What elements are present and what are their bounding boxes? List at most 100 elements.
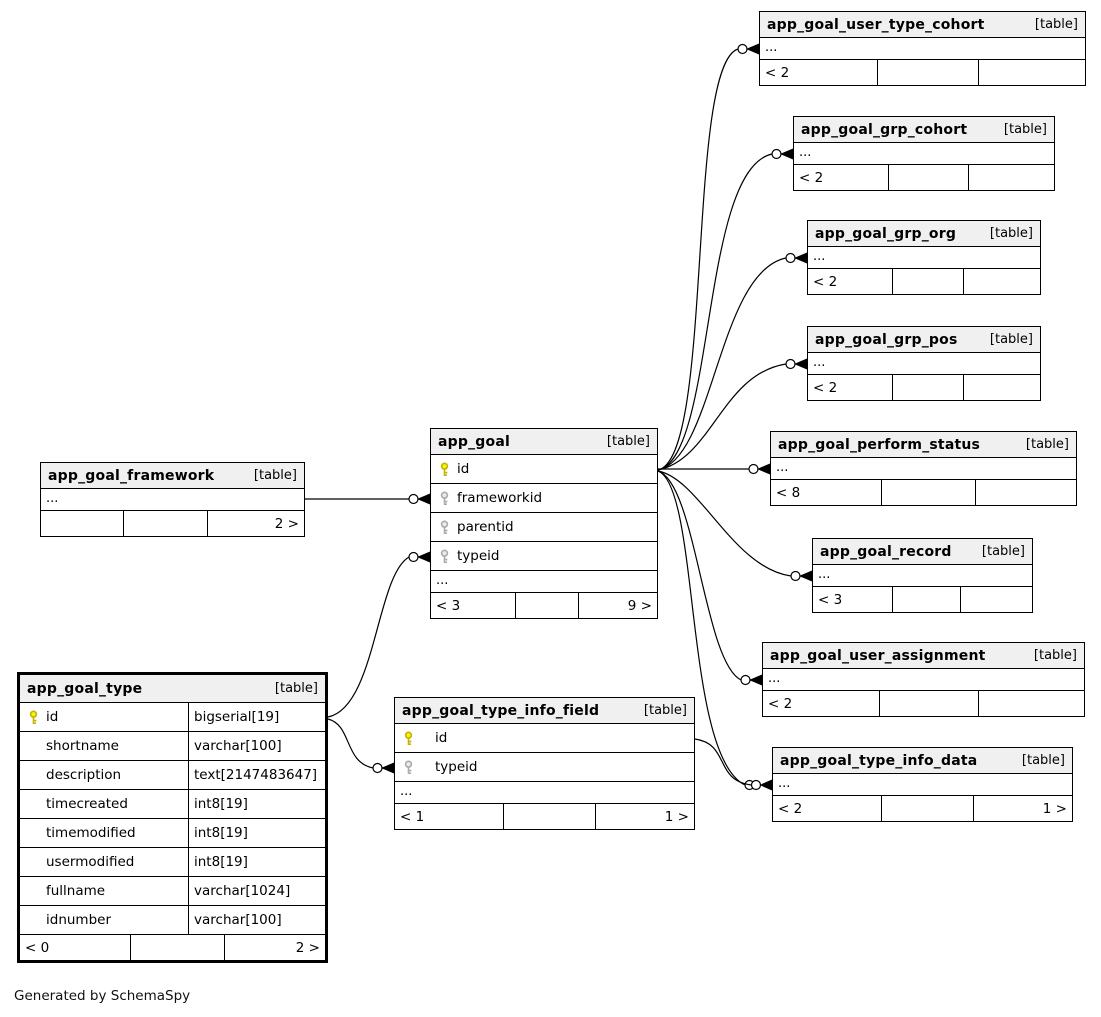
footer-relation-count: 1 > xyxy=(595,804,694,829)
footer-cell xyxy=(978,691,1084,716)
table-tag: [table] xyxy=(1025,437,1069,452)
field-name: shortname xyxy=(46,738,119,754)
table-app_goal_user_type_cohort[interactable]: app_goal_user_type_cohort [table] ... < … xyxy=(759,11,1086,86)
table-footer: < 2 xyxy=(808,269,1040,294)
footer-cell xyxy=(514,593,578,618)
footer-cell xyxy=(963,269,1040,294)
table-tag: [table] xyxy=(989,226,1033,241)
table-header: app_goal_framework [table] xyxy=(41,463,304,489)
field-type: int8[19] xyxy=(188,848,325,876)
table-app_goal_grp_pos[interactable]: app_goal_grp_pos [table] ... < 2 xyxy=(807,326,1041,401)
table-footer: < 0 2 > xyxy=(20,935,325,960)
field-type: varchar[100] xyxy=(188,732,325,760)
footer-cell xyxy=(880,480,976,505)
table-title: app_goal_grp_pos xyxy=(815,331,958,348)
field-row-frameworkid: frameworkid xyxy=(431,484,657,513)
table-title: app_goal_grp_cohort xyxy=(801,121,968,138)
table-footer: < 8 xyxy=(771,480,1076,505)
footer-cell: 1 > xyxy=(973,796,1072,821)
field-row-parentid: parentid xyxy=(431,513,657,542)
footer-cell xyxy=(959,587,1032,612)
field-type: bigserial[19] xyxy=(188,703,325,731)
field-name: parentid xyxy=(457,519,514,535)
table-app_goal_type_info_field[interactable]: app_goal_type_info_field [table] id type… xyxy=(394,697,695,830)
footer-cell xyxy=(891,269,964,294)
field-name: timemodified xyxy=(46,825,136,841)
field-row-idnumber: idnumber varchar[100] xyxy=(20,906,325,935)
rel-app_goal_type_info_field-app_goal_type_info_data xyxy=(694,738,772,791)
table-tag: [table] xyxy=(989,332,1033,347)
table-app_goal_record[interactable]: app_goal_record [table] ... < 3 xyxy=(812,538,1033,613)
rel-app_goal-app_goal_perform_status xyxy=(658,463,770,475)
table-footer: < 2 xyxy=(760,60,1085,85)
field-row-typeid: typeid xyxy=(395,753,694,782)
table-header: app_goal_record [table] xyxy=(813,539,1032,565)
table-tag: [table] xyxy=(274,681,318,696)
footer-relation-count: < 3 xyxy=(818,591,843,608)
foreign-key-icon xyxy=(431,548,457,564)
table-app_goal_type_info_data[interactable]: app_goal_type_info_data [table] ... < 2 … xyxy=(772,747,1073,822)
table-title: app_goal_type_info_field xyxy=(402,702,600,719)
table-footer: < 3 9 > xyxy=(431,593,657,618)
footer-cell xyxy=(880,796,974,821)
table-header: app_goal_grp_pos [table] xyxy=(808,327,1040,353)
field-name: id xyxy=(457,461,470,477)
table-app_goal_framework[interactable]: app_goal_framework [table] ... 2 > xyxy=(40,462,305,537)
table-header: app_goal_perform_status [table] xyxy=(771,432,1076,458)
footer-relation-count: < 2 xyxy=(813,379,838,396)
field-name: id xyxy=(435,730,448,746)
field-row-id: id bigserial[19] xyxy=(20,703,325,732)
footer-cell xyxy=(502,804,596,829)
table-app_goal_grp_cohort[interactable]: app_goal_grp_cohort [table] ... < 2 xyxy=(793,116,1055,191)
collapsed-columns-row: ... xyxy=(813,565,1032,587)
table-tag: [table] xyxy=(606,434,650,449)
footer-cell xyxy=(41,511,123,536)
table-header: app_goal_type_info_data [table] xyxy=(773,748,1072,774)
footer-cell xyxy=(878,691,979,716)
rel-app_goal-app_goal_user_type_cohort xyxy=(657,43,759,471)
field-row-fullname: fullname varchar[1024] xyxy=(20,877,325,906)
rel-app_goal-app_goal_user_assignment xyxy=(657,470,762,686)
table-tag: [table] xyxy=(1033,648,1077,663)
table-title: app_goal_type_info_data xyxy=(780,752,978,769)
table-title: app_goal_record xyxy=(820,543,952,560)
collapsed-columns-row: ... xyxy=(771,458,1076,480)
footer-relation-count: < 8 xyxy=(776,484,801,501)
table-app_goal[interactable]: app_goal [table] id frameworkid parentid xyxy=(430,428,658,619)
field-type: varchar[100] xyxy=(188,906,325,934)
field-name: typeid xyxy=(435,759,478,775)
table-tag: [table] xyxy=(643,703,687,718)
table-header: app_goal [table] xyxy=(431,429,657,455)
table-header: app_goal_user_assignment [table] xyxy=(763,643,1084,669)
field-name: id xyxy=(46,709,59,725)
table-title: app_goal_perform_status xyxy=(778,436,981,453)
table-app_goal_perform_status[interactable]: app_goal_perform_status [table] ... < 8 xyxy=(770,431,1077,506)
footer-relation-count: < 2 xyxy=(799,169,824,186)
footer-relation-count: < 2 xyxy=(768,695,793,712)
field-row-timemodified: timemodified int8[19] xyxy=(20,819,325,848)
footer-relation-count: < 2 xyxy=(778,800,803,817)
footer-relation-count: 2 > xyxy=(224,935,325,960)
table-header: app_goal_type [table] xyxy=(20,675,325,703)
footer-relation-count: < 2 xyxy=(765,64,790,81)
footer-cell xyxy=(963,375,1040,400)
field-row-description: description text[2147483647] xyxy=(20,761,325,790)
footer-cell xyxy=(977,60,1085,85)
foreign-key-icon xyxy=(395,759,421,775)
primary-key-icon xyxy=(395,730,421,746)
collapsed-columns-row: ... xyxy=(395,782,694,804)
table-footer: 2 > xyxy=(41,511,304,536)
table-title: app_goal_user_type_cohort xyxy=(767,16,985,33)
table-app_goal_user_assignment[interactable]: app_goal_user_assignment [table] ... < 2 xyxy=(762,642,1085,717)
field-row-timecreated: timecreated int8[19] xyxy=(20,790,325,819)
foreign-key-icon xyxy=(431,490,457,506)
footer-cell xyxy=(968,165,1054,190)
footer-cell xyxy=(877,60,978,85)
generator-note: Generated by SchemaSpy xyxy=(14,988,191,1004)
rel-app_goal_framework-app_goal xyxy=(305,493,430,505)
table-header: app_goal_type_info_field [table] xyxy=(395,698,694,724)
table-app_goal_type[interactable]: app_goal_type [table] id bigserial[19] s… xyxy=(17,672,328,963)
table-app_goal_grp_org[interactable]: app_goal_grp_org [table] ... < 2 xyxy=(807,220,1041,295)
field-name: frameworkid xyxy=(457,490,543,506)
table-title: app_goal_grp_org xyxy=(815,225,957,242)
